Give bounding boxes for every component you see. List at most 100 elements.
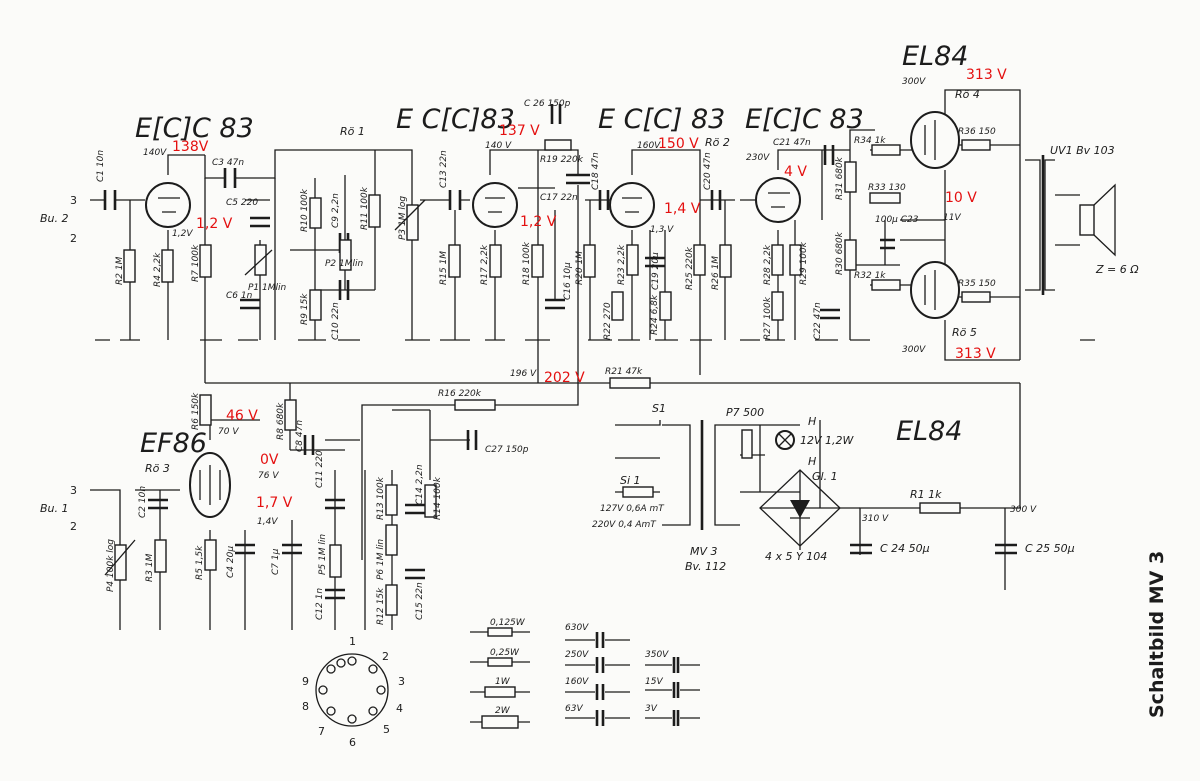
- resistors: [123, 139, 991, 616]
- r20-body: [583, 244, 596, 278]
- lbl-c15: C15 22n: [415, 582, 425, 620]
- lbl-c27: C27 150p: [485, 445, 529, 455]
- lbl-r14: R14 100k: [433, 476, 443, 520]
- lbl-r28: R28 2,2k: [763, 244, 773, 285]
- r24-body: [659, 291, 672, 321]
- schematic-title: Schaltbild MV 3: [1146, 551, 1168, 718]
- tube-label-v3: E C[C] 83: [598, 104, 725, 135]
- tube-socket: [315, 653, 389, 727]
- printed-140v-b: 140 V: [485, 141, 512, 151]
- printed-310v: 310 V: [862, 514, 889, 524]
- lbl-r5: R5 1,5k: [195, 545, 205, 580]
- lbl-r29: R29 100k: [799, 241, 809, 285]
- voltage-1-7v: 1,7 V: [256, 495, 293, 511]
- lbl-r13: R13 100k: [376, 476, 386, 520]
- tube-name-roe2: Rö 2: [705, 136, 730, 149]
- lbl-p3: P3 1M log: [398, 196, 408, 240]
- bridge-rectifier: [759, 469, 841, 547]
- lbl-c7: C7 1μ: [271, 548, 281, 575]
- r4-body: [161, 249, 174, 283]
- lbl-r30: R30 680k: [835, 231, 845, 275]
- lbl-r11: R11 100k: [360, 186, 370, 230]
- r2-body: [123, 249, 136, 283]
- legend-3v: 3V: [645, 704, 658, 714]
- lbl-bv112: Bv. 112: [685, 560, 726, 573]
- r21-body: [609, 377, 651, 389]
- tube-name-roe1: Rö 1: [340, 125, 365, 138]
- lbl-z: Z = 6 Ω: [1095, 263, 1139, 276]
- lbl-c18: C18 47n: [591, 152, 601, 190]
- legend-160v: 160V: [565, 677, 589, 687]
- lbl-p5: P5 1M lin: [318, 534, 328, 575]
- lbl-c25: C 25 50μ: [1025, 542, 1075, 555]
- pin-2-a: 2: [70, 232, 77, 245]
- legend-250v: 250V: [565, 650, 589, 660]
- r22-body: [611, 291, 624, 321]
- printed-76v: 76 V: [258, 471, 279, 481]
- lbl-r33: R33 130: [868, 183, 906, 193]
- lbl-s1: S1: [652, 402, 666, 415]
- voltage-150v: 150 V: [658, 136, 699, 152]
- r34-body: [871, 144, 901, 156]
- lbl-r8: R8 680k: [276, 402, 286, 440]
- voltage-10v: 10 V: [945, 190, 977, 206]
- lbl-r26: R26 1M: [711, 256, 721, 290]
- lbl-r6: R6 150k: [191, 392, 201, 430]
- r8-body: [284, 399, 297, 431]
- tube-name-roe4: Rö 4: [955, 88, 980, 101]
- lbl-r31: R31 680k: [835, 156, 845, 200]
- legend-350v: 350V: [645, 650, 669, 660]
- lbl-r17: R17 2,2k: [480, 244, 490, 285]
- socket-pin-7: 7: [318, 725, 325, 738]
- lbl-uv1: UV1 Bv 103: [1050, 144, 1115, 157]
- socket-pin-1: 1: [349, 635, 356, 648]
- legend-0-25w: 0,25W: [490, 648, 520, 658]
- printed-300v-b: 300V: [902, 345, 926, 355]
- r33-body: [869, 192, 901, 204]
- input-bu2: Bu. 2: [40, 212, 69, 225]
- voltage-1-4v: 1,4 V: [664, 201, 701, 217]
- lbl-gl1: Gl. 1: [812, 470, 838, 483]
- voltage-313v-bottom: 313 V: [955, 346, 996, 362]
- lbl-r36: R36 150: [958, 127, 996, 137]
- lbl-c12: C12 1n: [315, 588, 325, 620]
- pin-2-b: 2: [70, 520, 77, 533]
- lbl-c13: C13 22n: [439, 150, 449, 188]
- socket-pin-numbers: 1 2 3 4 5 6 7 8 9: [302, 635, 405, 749]
- lbl-c21: C21 47n: [773, 138, 811, 148]
- lbl-r19: R19 220k: [540, 155, 584, 165]
- voltage-313v-top: 313 V: [966, 67, 1007, 83]
- p5-body: [329, 544, 342, 578]
- lbl-c8: C8 47n: [295, 420, 305, 452]
- lbl-r16: R16 220k: [438, 389, 482, 399]
- lbl-rect: 4 x 5 Y 104: [765, 550, 827, 563]
- lbl-c16: C16 10μ: [563, 262, 573, 300]
- r36-body: [961, 139, 991, 151]
- voltage-202v: 202 V: [544, 370, 585, 386]
- legend-63v: 63V: [565, 704, 583, 714]
- printed-1-4v: 1,4V: [257, 517, 278, 527]
- printed-1-2v: 1,2V: [172, 229, 193, 239]
- tube-label-ef86: EF86: [140, 428, 207, 459]
- r23-body: [626, 244, 639, 276]
- lbl-r27: R27 100k: [763, 296, 773, 340]
- socket-pin-9: 9: [302, 675, 309, 688]
- lbl-r9: R9 15k: [300, 293, 310, 325]
- socket-pin-5: 5: [383, 723, 390, 736]
- r17-body: [489, 244, 502, 278]
- speaker-magnet: [1079, 204, 1095, 236]
- socket-pin-4: 4: [396, 702, 403, 715]
- printed-140v-a: 140V: [143, 148, 167, 158]
- lbl-p7: P7 500: [726, 406, 764, 419]
- lbl-r3: R3 1M: [145, 553, 155, 582]
- lbl-heater-2: H: [808, 455, 816, 468]
- lbl-c4: C4 20μ: [226, 546, 236, 578]
- legend-630v: 630V: [565, 623, 589, 633]
- lbl-c3: C3 47n: [212, 158, 244, 168]
- r31-body: [844, 161, 857, 193]
- capacitors: [103, 104, 1017, 600]
- lbl-r34: R34 1k: [854, 136, 886, 146]
- voltage-1-2v-b: 1,2 V: [520, 214, 557, 230]
- printed-160v: 160V: [637, 141, 661, 151]
- tube-v4: [755, 177, 801, 223]
